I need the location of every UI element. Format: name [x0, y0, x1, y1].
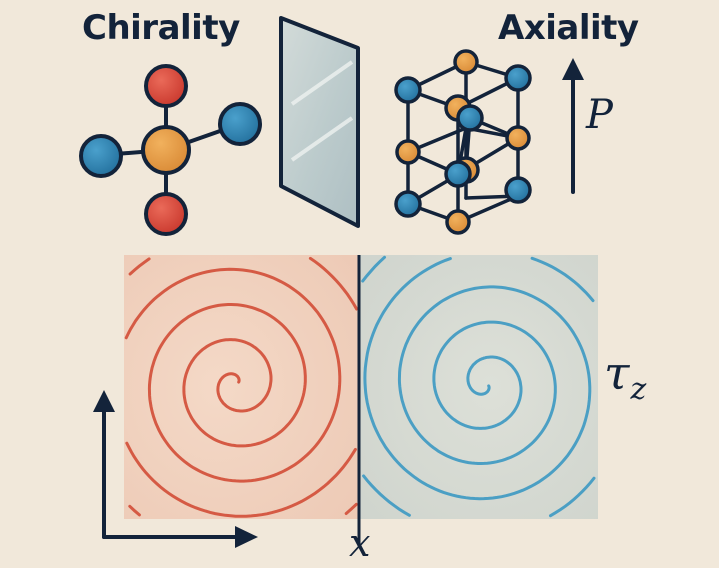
polarization-label: P	[586, 92, 613, 138]
atom-top	[144, 64, 188, 108]
axiality-title: Axiality	[498, 8, 639, 48]
atom-right	[218, 102, 262, 146]
red-domain-region	[124, 255, 359, 519]
spiral-path	[124, 256, 359, 518]
x-axis-label: x	[349, 521, 371, 565]
center-atom	[141, 125, 191, 175]
up-arrow-icon	[562, 58, 584, 194]
atom-bottom	[144, 192, 188, 236]
blue-spiral	[361, 255, 596, 518]
tau-z-label: τz	[604, 346, 646, 407]
chiral-molecule-icon	[79, 64, 262, 236]
axes-icon	[93, 390, 258, 548]
red-spiral	[124, 256, 359, 518]
crystal-lattice-icon	[394, 49, 532, 235]
atom-left	[79, 134, 123, 178]
mirror-plane-icon	[279, 16, 360, 228]
tau-subscript: z	[630, 372, 647, 407]
chirality-title: Chirality	[82, 8, 240, 48]
tau-symbol: τ	[604, 346, 630, 400]
spiral-path	[361, 255, 596, 518]
